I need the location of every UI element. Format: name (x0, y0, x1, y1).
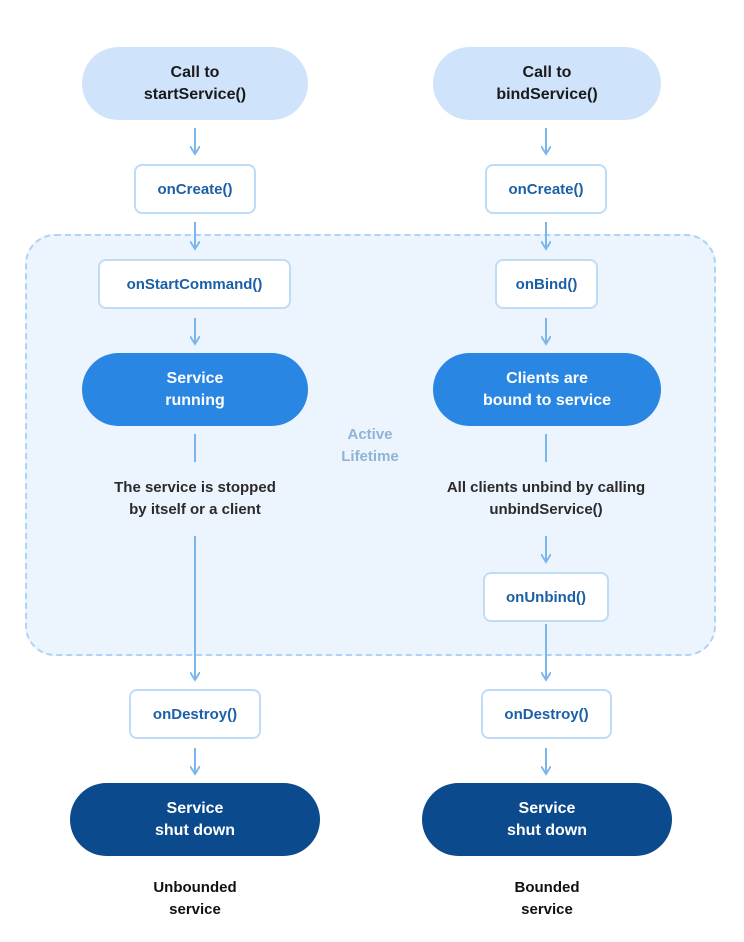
onstartcommand-node: onStartCommand() (98, 259, 291, 309)
call-bind-service-node: Call to bindService() (433, 47, 661, 120)
service-shutdown-node-left: Service shut down (70, 783, 320, 856)
unbind-note: All clients unbind by calling unbindServ… (446, 479, 646, 518)
service-shutdown-node-right: Service shut down (422, 783, 672, 856)
oncreate-node-left: onCreate() (134, 164, 256, 214)
active-lifetime-label: Active Lifetime (341, 426, 399, 465)
ondestroy-node-right: onDestroy() (481, 689, 612, 739)
ondestroy-node-left: onDestroy() (129, 689, 261, 739)
stop-note: The service is stopped by itself or a cl… (114, 479, 276, 518)
unbounded-service-caption: Unbounded service (153, 879, 237, 918)
clients-bound-node: Clients are bound to service (433, 353, 661, 426)
oncreate-node-right: onCreate() (485, 164, 607, 214)
onbind-node: onBind() (495, 259, 598, 309)
onunbind-node: onUnbind() (483, 572, 609, 622)
bounded-service-caption: Bounded service (514, 879, 580, 918)
call-start-service-node: Call to startService() (82, 47, 308, 120)
service-running-node: Service running (82, 353, 308, 426)
